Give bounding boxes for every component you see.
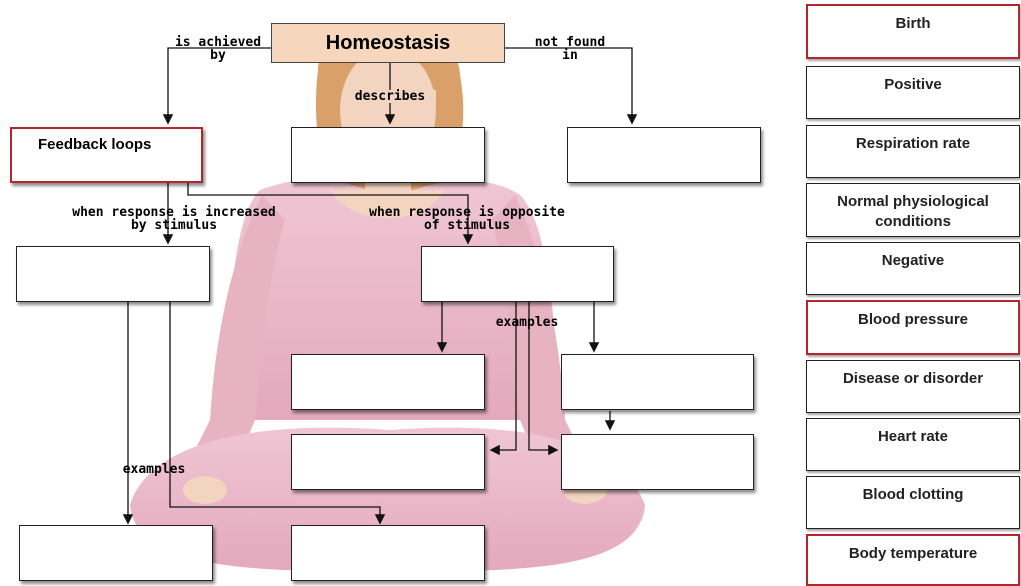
label-is-achieved-line-2: by [163,49,273,62]
label-not-found-in: not found in [520,36,620,62]
word-bank-item-disease-or-disorder[interactable]: Disease or disorder [806,360,1020,413]
label-describes: describes [344,90,436,103]
label-when-increased: when response is increased by stimulus [36,206,312,232]
feedback-loops-box: Feedback loops [10,127,203,183]
word-bank-item-positive[interactable]: Positive [806,66,1020,119]
answer-box-not-found-in[interactable] [567,127,761,183]
concept-title: Homeostasis [271,23,505,63]
answer-box-negative-example-1[interactable] [291,354,485,410]
answer-box-negative-example-3[interactable] [291,434,485,490]
answer-box-negative-example-4[interactable] [561,434,754,490]
label-examples-negative: examples [481,316,573,329]
word-bank-item-heart-rate[interactable]: Heart rate [806,418,1020,471]
word-bank-item-blood-clotting[interactable]: Blood clotting [806,476,1020,529]
label-not-found-line-2: in [520,49,620,62]
label-examples-positive: examples [108,463,200,476]
label-when-opposite-line-2: of stimulus [338,219,596,232]
word-bank-item-negative[interactable]: Negative [806,242,1020,295]
word-bank-item-body-temperature[interactable]: Body temperature [806,534,1020,586]
answer-box-positive-example-2[interactable] [291,525,485,581]
word-bank-item-blood-pressure[interactable]: Blood pressure [806,300,1020,355]
word-bank-item-normal-physiological-conditions[interactable]: Normal physiological conditions [806,183,1020,237]
word-bank-item-birth[interactable]: Birth [806,4,1020,59]
label-when-opposite: when response is opposite of stimulus [338,206,596,232]
label-when-increased-line-2: by stimulus [36,219,312,232]
answer-box-positive-feedback[interactable] [16,246,210,302]
answer-box-positive-example-1[interactable] [19,525,213,581]
answer-box-negative-example-2[interactable] [561,354,754,410]
answer-box-describes[interactable] [291,127,485,183]
word-bank-item-respiration-rate[interactable]: Respiration rate [806,125,1020,178]
answer-box-negative-feedback[interactable] [421,246,614,302]
label-is-achieved-by: is achieved by [163,36,273,62]
